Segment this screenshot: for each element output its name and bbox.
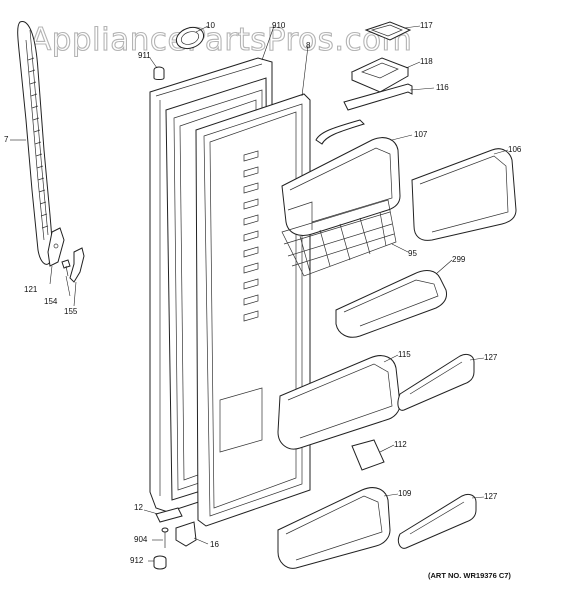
door-shelf-part-299[interactable] [335, 270, 447, 338]
label-part-121: 121 [24, 285, 38, 294]
label-part-154: 154 [44, 297, 58, 306]
label-part-299: 299 [452, 255, 466, 264]
door-bin-part-109[interactable] [277, 487, 391, 569]
label-part-127-lower: 127 [484, 492, 498, 501]
label-part-8: 8 [306, 41, 311, 50]
label-part-911: 911 [138, 51, 151, 60]
art-number: (ART NO. WR19376 C7) [428, 571, 511, 580]
door-bin-part-115[interactable] [277, 355, 401, 450]
label-part-115: 115 [398, 350, 411, 359]
door-gasket-part-910[interactable] [195, 93, 311, 527]
label-part-118: 118 [420, 57, 433, 66]
dispenser-cover-part-118[interactable] [350, 57, 410, 93]
cap-part-10[interactable] [173, 24, 206, 52]
liner-shelf-ridges [219, 150, 263, 453]
label-part-106: 106 [508, 145, 522, 154]
hinge-part-16[interactable] [175, 521, 197, 547]
door-handle-part-7[interactable] [17, 21, 53, 265]
dispenser-trim-part-117[interactable] [364, 21, 412, 41]
watermark-text: AppliancePartsPros.com [30, 22, 412, 58]
bushing-part-912[interactable] [153, 555, 167, 570]
label-part-912: 912 [130, 556, 144, 565]
label-part-107: 107 [414, 130, 428, 139]
label-part-95: 95 [408, 249, 417, 258]
handle-bracket-part-121[interactable] [47, 227, 65, 267]
screw-part-154[interactable] [61, 259, 71, 277]
dairy-cover-part-106[interactable] [411, 148, 517, 241]
label-part-117: 117 [420, 21, 433, 30]
bin-front-part-127-lower[interactable] [397, 493, 477, 549]
wire-shelf-part-95[interactable] [281, 199, 397, 277]
label-part-16: 16 [210, 540, 219, 549]
label-part-127-upper: 127 [484, 353, 498, 362]
label-part-10: 10 [206, 21, 215, 30]
label-part-7: 7 [4, 135, 9, 144]
label-part-12: 12 [134, 503, 143, 512]
rail-part-107[interactable] [315, 119, 365, 145]
clip-part-112[interactable] [351, 439, 385, 471]
pin-part-904[interactable] [161, 527, 169, 548]
bin-rail-part-116[interactable] [343, 83, 413, 111]
part-labels: 7 911 10 910 8 117 118 116 107 106 95 29… [4, 21, 522, 565]
handle-cap-part-155[interactable] [69, 247, 85, 283]
dairy-bin-part-107[interactable] [281, 137, 401, 236]
label-part-904: 904 [134, 535, 148, 544]
bin-front-part-127-upper[interactable] [397, 353, 475, 411]
leader-lines [10, 25, 509, 562]
hinge-cap-part-911[interactable] [153, 66, 165, 80]
label-part-109: 109 [398, 489, 412, 498]
label-part-112: 112 [394, 440, 407, 449]
label-part-155: 155 [64, 307, 78, 316]
label-part-910: 910 [272, 21, 286, 30]
hinge-bracket-part-12[interactable] [155, 507, 183, 523]
label-part-116: 116 [436, 83, 449, 92]
